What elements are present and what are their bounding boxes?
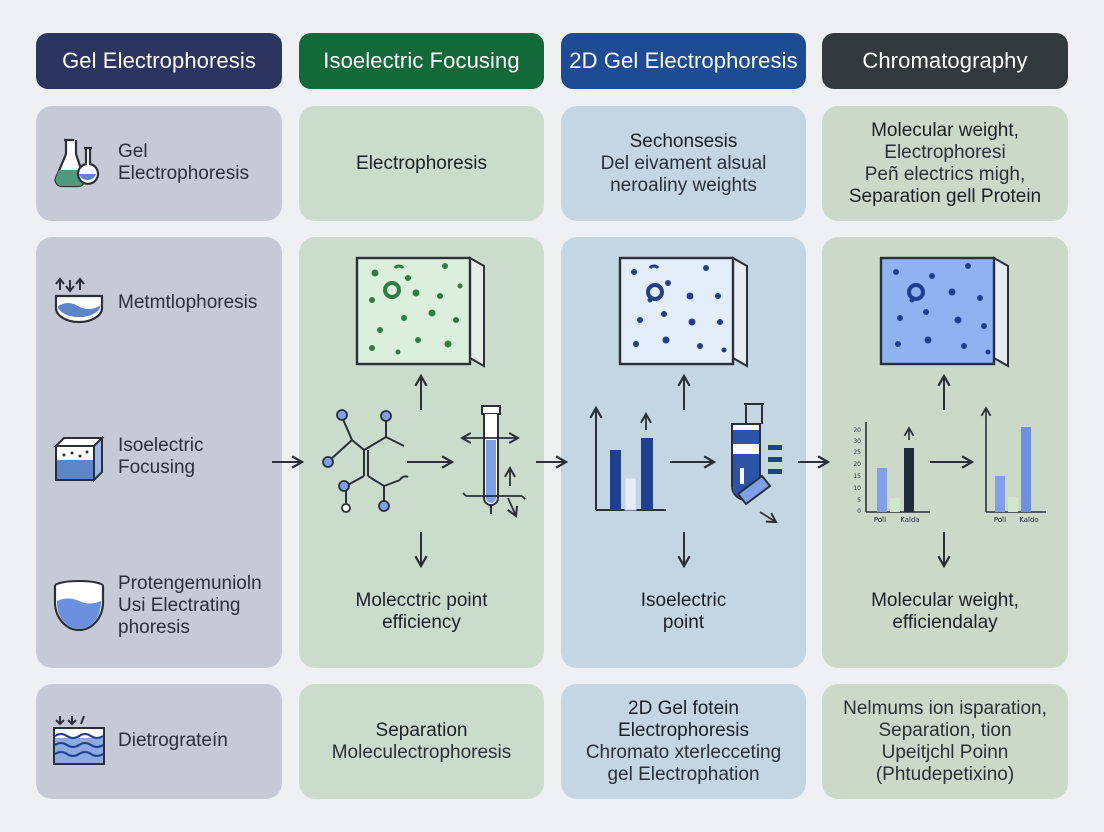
molecule-icon [322,409,409,513]
row3-col3-text: Nelmums ion isparation, Separation, tion… [843,697,1047,785]
panel-row1-col2 [561,106,806,221]
header-isoelectric-focusing: Isoelectric Focusing [299,33,544,89]
bar-chart-icon [589,405,666,511]
sidebar-item-dietrograteín: Dietrograteín [50,712,228,770]
mini-chart-ytick: 20 [853,427,861,434]
sidebar-item-metmtlophoresis-label: Metmtlophoresis [118,292,258,313]
mini-chart-ytick: 5 [857,497,861,504]
sidebar-item-protengemunioln-label: Protengemunioln Usi Electrating phoresis [118,573,262,638]
sidebar-item-protengemunioln: Protengemunioln Usi Electrating phoresis [50,573,262,639]
up-arrows [414,373,951,410]
row3-col2-text: 2D Gel fotein Electrophoresis Chromato x… [585,697,782,785]
sidebar-item-gel: Gel Electrophoresis [50,134,249,192]
gel-card-blue [618,256,748,368]
mini-chart-xlabel: Poll [994,516,1006,524]
mini-chart-ytick: 0 [857,508,861,515]
sidebar-item-isoelectric-focusing: Isoelectric Focusing [50,428,204,486]
mini-bar-chart-2: Poll Kaldo [980,406,1046,524]
panel-row3-col2 [561,684,806,799]
row2-col3-caption: Molecular weight, efficiendalay [871,590,1019,633]
gel-card-green [355,256,485,368]
panel-row3-col1 [299,684,544,799]
mini-chart-ytick: 30 [853,438,861,445]
mini-chart-xlabel: Poll [874,516,886,524]
header-2d-gel-electrophoresis: 2D Gel Electrophoresis [561,33,806,89]
row2-col2-caption: Isoelectric point [640,590,727,633]
down-arrows [414,532,951,569]
row1-col2-text: Sechonsesis Del eivament alsual neroalin… [600,130,767,196]
bowl-icon [53,580,105,632]
mini-chart-xlabel: Kalda [900,516,919,524]
test-tube-icon [459,405,526,518]
chromatography-column-icon [731,403,782,524]
row1-col1-text: Electrophoresis [356,152,487,174]
mini-chart-xlabel: Kaldo [1019,516,1038,524]
mini-chart-ytick: 25 [853,449,861,456]
row2-col1-caption: Molecctric point efficiency [355,590,488,633]
row3-col1-text: Separation Moleculectrophoresis [331,719,512,763]
gel-block-icon [53,435,105,483]
beaker-arrows-icon [54,277,104,324]
panel-row1-col1 [299,106,544,221]
mini-chart-ytick: 10 [853,485,861,492]
mini-chart-ytick: 15 [853,473,861,480]
panel-row3-col3 [822,684,1068,799]
gel-card-blue-dense [879,256,1009,368]
sidebar-item-isoelectric-focusing-label: Isoelectric Focusing [118,435,204,478]
sidebar-item-gel-label: Gel Electrophoresis [118,141,249,184]
sidebar-item-metmtlophoresis: Metmtlophoresis [50,274,257,332]
row1-col3-text: Molecular weight, Electrophoresi Peñ ele… [848,119,1042,207]
panel-row1-col3 [822,106,1068,221]
flask-icon [54,138,100,188]
header-chromatography: Chromatography [822,33,1068,89]
mini-chart-ytick: 20 [853,461,861,468]
mini-bar-chart-1: 20 30 25 20 15 10 5 0 Poll Kalda [853,422,930,524]
sidebar-item-dietrograteín-label: Dietrograteín [118,730,228,751]
header-gel-electrophoresis: Gel Electrophoresis [36,33,282,89]
wave-tank-icon [53,715,105,765]
